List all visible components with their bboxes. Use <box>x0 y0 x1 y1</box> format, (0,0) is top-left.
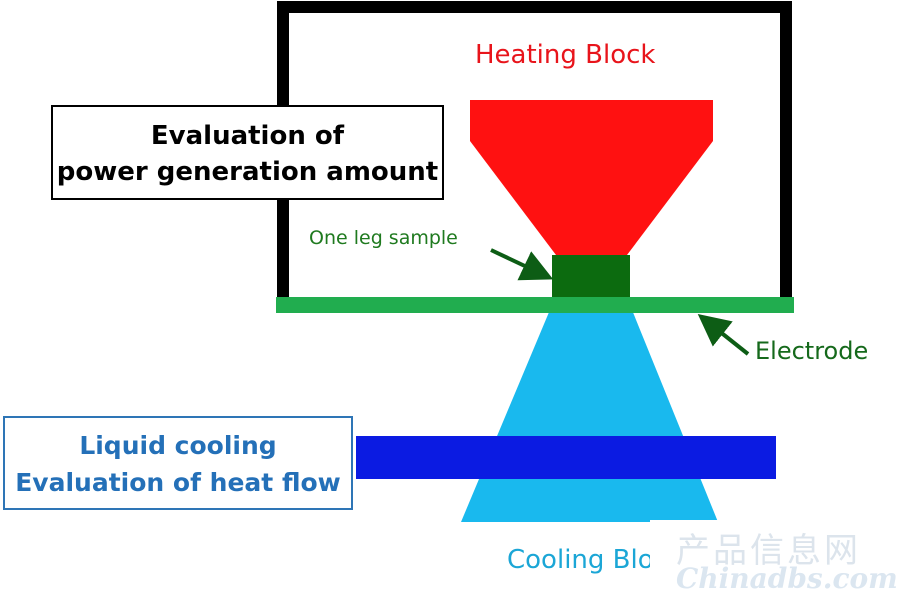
watermark-area <box>650 520 900 600</box>
watermark-chinese-text: 产品信息网 <box>676 531 861 571</box>
liquid-cooling-box: Liquid cooling Evaluation of heat flow <box>3 416 353 510</box>
power-evaluation-line1: Evaluation of <box>150 121 345 151</box>
one-leg-sample-label: One leg sample <box>309 227 458 249</box>
electrode-label: Electrode <box>755 337 869 365</box>
liquid-cooling-line1: Liquid cooling <box>79 431 277 460</box>
power-evaluation-line2: power generation amount <box>56 157 439 187</box>
cooling-block-shape <box>461 305 718 522</box>
one-leg-sample-shape <box>552 255 630 298</box>
cooling-block-label: Cooling Blo <box>507 545 654 575</box>
sample-arrow <box>490 248 554 281</box>
liquid-cooling-line2: Evaluation of heat flow <box>15 468 341 497</box>
watermark-latin-text: Chinadbs.com <box>676 562 898 595</box>
electrode-arrow <box>697 314 750 356</box>
electrode-bar <box>276 297 794 313</box>
power-evaluation-box: Evaluation of power generation amount <box>51 105 444 200</box>
heating-block-shape <box>470 100 713 255</box>
cooling-channel-bar <box>356 436 776 479</box>
heating-block-label: Heating Block <box>475 40 656 70</box>
